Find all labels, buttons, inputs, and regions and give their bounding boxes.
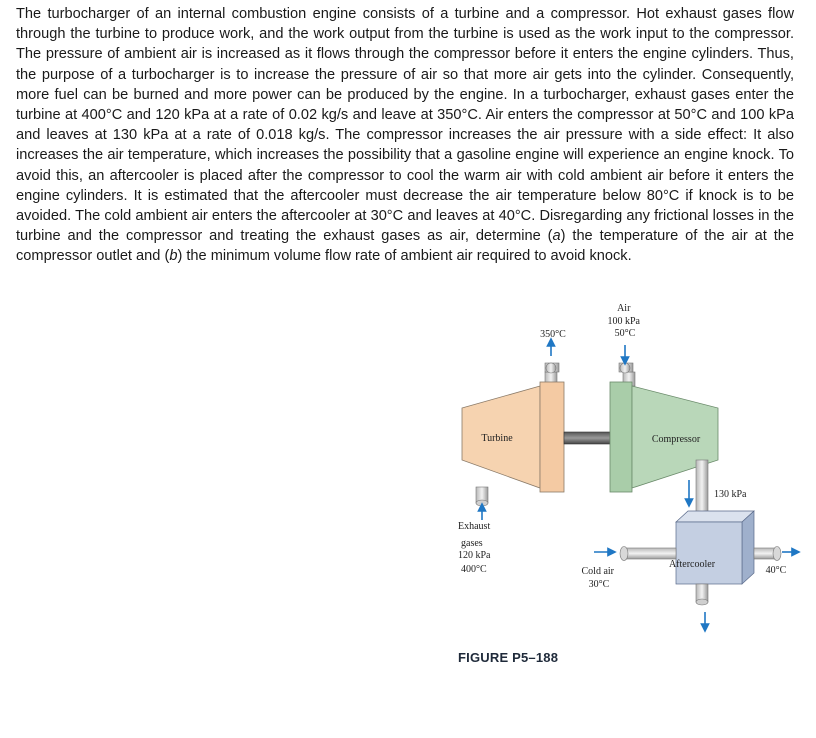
turbine-label: Turbine: [481, 433, 513, 444]
cold-air-outlet-pipe: [753, 546, 782, 561]
part-a-label: a: [552, 228, 561, 245]
problem-text-1: The turbocharger of an internal combusti…: [16, 6, 794, 245]
aftercooler-outlet-temp-label: 40°C: [766, 565, 787, 576]
aftercooler-outlet-pipe: [695, 583, 709, 606]
problem-text-3: ) the minimum volume flow rate of ambien…: [177, 248, 632, 265]
figure-caption: FIGURE P5–188: [458, 650, 559, 665]
turbine-flange: [539, 381, 565, 493]
turbine-outlet-temp-label: 350°C: [540, 329, 566, 340]
problem-statement: The turbocharger of an internal combusti…: [16, 4, 794, 267]
cold-air-inlet-pipe: [619, 546, 677, 561]
compressor-outlet-pressure-label: 130 kPa: [714, 489, 747, 500]
cold-air-label: Cold air 30°C: [582, 566, 617, 590]
problem-text-2: ) the temperature of the air at the comp…: [16, 228, 794, 265]
aftercooler-label: Aftercooler: [669, 559, 716, 570]
exhaust-inlet-label: Exhaust gases 120 kPa 400°C: [458, 521, 493, 575]
compressor-label: Compressor: [652, 434, 701, 445]
turbine-inlet-pipe: [475, 486, 489, 507]
compressor-flange: [609, 381, 633, 493]
air-inlet-label: Air 100 kPa 50°C: [608, 303, 643, 339]
shaft: [563, 431, 611, 445]
aftercooler: Aftercooler: [669, 510, 755, 585]
part-b-label: b: [169, 248, 178, 265]
